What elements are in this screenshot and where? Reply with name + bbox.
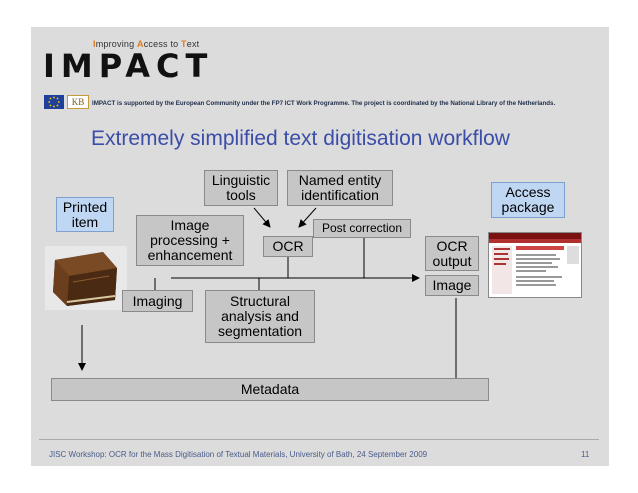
tagline-part: mproving bbox=[95, 39, 138, 49]
post-correction-box: Post correction bbox=[313, 219, 411, 238]
tagline-part: ccess to bbox=[143, 39, 182, 49]
workflow-connectors bbox=[78, 207, 457, 378]
imaging-box: Imaging bbox=[122, 290, 193, 312]
footer-text: JISC Workshop: OCR for the Mass Digitisa… bbox=[49, 450, 428, 459]
tagline-cap-a: A bbox=[137, 39, 144, 49]
named-entity-arrow bbox=[298, 207, 317, 228]
kb-logo: KB bbox=[67, 95, 89, 109]
slide-title: Extremely simplified text digitisation w… bbox=[91, 127, 510, 150]
book-image bbox=[45, 246, 127, 310]
named-entity-box: Named entity identification bbox=[287, 170, 393, 206]
footer-divider bbox=[39, 439, 599, 440]
slide: Improving Access to Text IMPACT KB IMPAC… bbox=[31, 27, 609, 466]
access-package-box: Access package bbox=[491, 182, 565, 218]
support-text: IMPACT is supported by the European Comm… bbox=[92, 100, 556, 107]
ocr-output-box: OCR output bbox=[425, 236, 479, 271]
linguistic-arrow bbox=[253, 207, 271, 228]
page-number: 11 bbox=[581, 450, 590, 459]
image-processing-box: Image processing + enhancement bbox=[136, 215, 244, 266]
eu-flag-icon bbox=[44, 95, 64, 109]
image-box: Image bbox=[425, 275, 479, 296]
tagline: Improving Access to Text bbox=[93, 39, 199, 49]
tagline-cap-t: T bbox=[181, 39, 187, 49]
metadata-box: Metadata bbox=[51, 378, 489, 401]
linguistic-tools-box: Linguistic tools bbox=[204, 170, 278, 206]
structural-analysis-box: Structural analysis and segmentation bbox=[205, 290, 315, 343]
ocr-box: OCR bbox=[263, 236, 313, 257]
tagline-cap-i: I bbox=[93, 39, 96, 49]
tagline-part: ext bbox=[186, 39, 200, 49]
impact-logo: IMPACT bbox=[43, 47, 214, 85]
printed-item-box: Printed item bbox=[56, 197, 114, 232]
access-package-thumbnail bbox=[488, 232, 582, 298]
